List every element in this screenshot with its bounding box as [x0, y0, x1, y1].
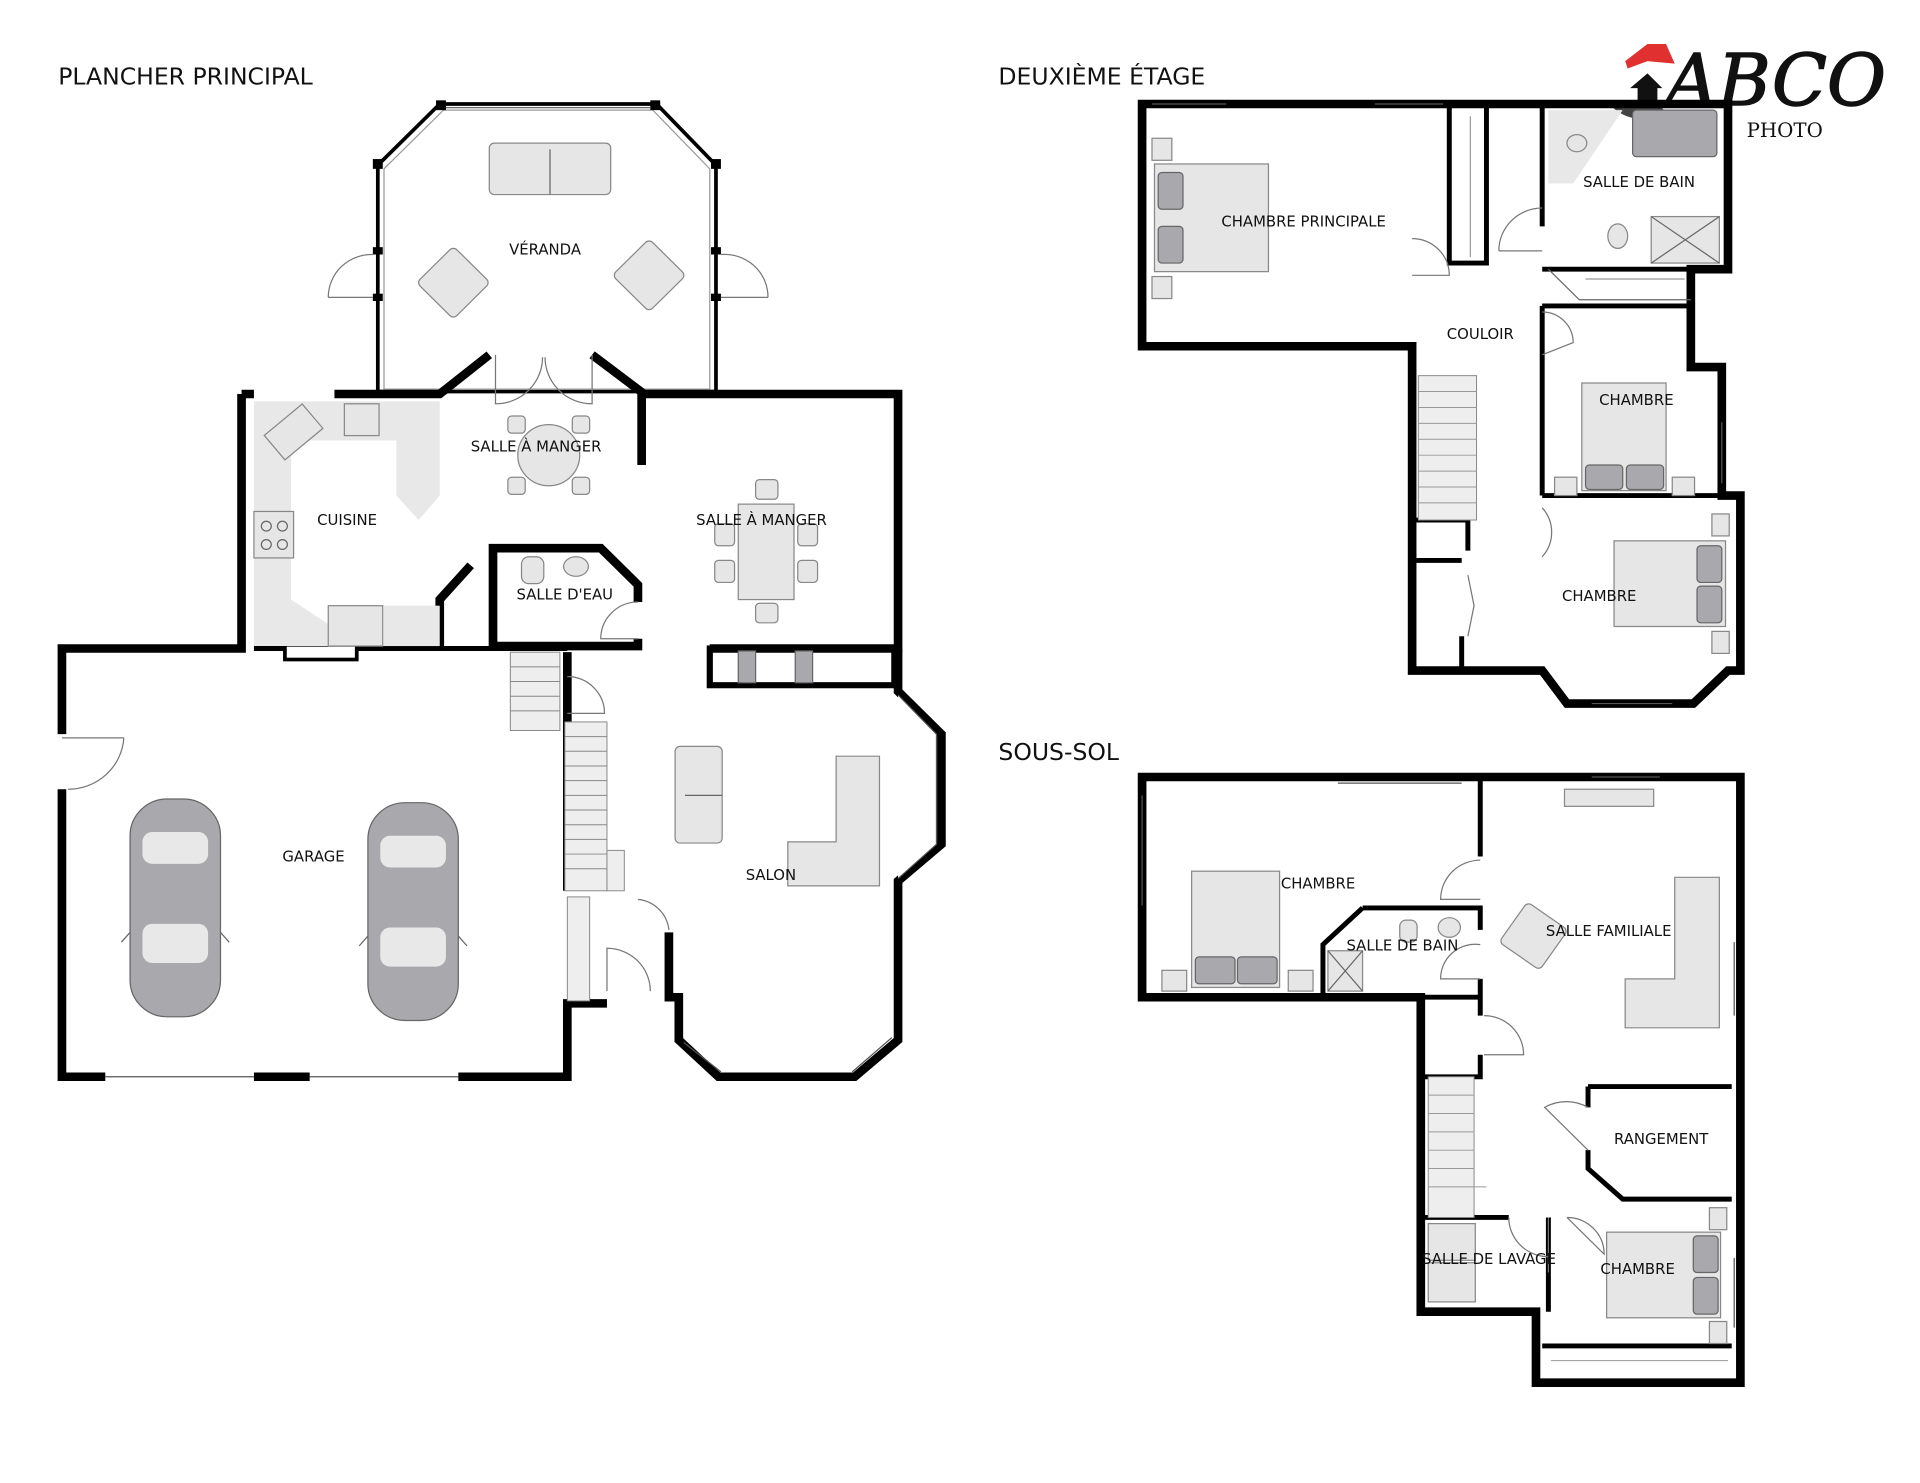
closet-rod	[1469, 116, 1685, 280]
garage-window	[283, 643, 359, 662]
garage-side-door[interactable]	[61, 737, 125, 790]
upstairs-doors	[1412, 207, 1574, 637]
room-label-living: SALON	[746, 867, 796, 884]
room-label-hallway: COULOIR	[1447, 326, 1514, 343]
room-label-veranda: VÉRANDA	[509, 241, 581, 259]
bedroom-bed-2	[1613, 513, 1730, 655]
garage-car-left	[120, 798, 230, 1018]
room-label-storage: RANGEMENT	[1614, 1131, 1709, 1148]
toilet	[520, 556, 545, 585]
stair-treads	[1418, 391, 1477, 504]
logo-house-icon	[1630, 73, 1663, 101]
basement-title: SOUS-SOL	[998, 738, 1119, 766]
main-floor-walls	[57, 107, 946, 1082]
room-label-dining: SALLE À MANGER	[696, 511, 827, 529]
room-label-upstairs-bath: SALLE DE BAIN	[1583, 174, 1695, 191]
basement-bath-fixtures	[1327, 917, 1462, 992]
kitchen-counters	[253, 401, 440, 647]
logo-subtitle: PHOTO	[1747, 119, 1823, 142]
second-floor-plan: CHAMBRE PRINCIPALE SALLE DE BAIN COULOIR…	[1137, 99, 1745, 708]
upstairs-bath-fixtures	[1548, 109, 1720, 264]
veranda-french-door[interactable]	[494, 354, 593, 405]
room-label-family-room: SALLE FAMILIALE	[1546, 923, 1672, 940]
logo-cap-icon	[1625, 44, 1675, 69]
second-floor-title: DEUXIÈME ÉTAGE	[998, 63, 1205, 91]
fireplace-basement	[1563, 788, 1655, 807]
veranda-armchair-right	[613, 240, 685, 311]
room-label-kitchen: CUISINE	[317, 512, 377, 529]
veranda-armchair-left	[418, 247, 489, 318]
family-room-sectional	[1624, 876, 1720, 1029]
basement-staircase	[1427, 1076, 1475, 1218]
living-room-sectional	[787, 755, 881, 887]
washbasin	[562, 556, 590, 577]
room-label-dining-small: SALLE À MANGER	[471, 438, 602, 456]
room-label-garage: GARAGE	[282, 848, 344, 865]
entry-door[interactable]	[606, 947, 651, 992]
fridge	[343, 403, 380, 437]
master-bed	[1151, 137, 1270, 300]
room-label-laundry: SALLE DE LAVAGE	[1422, 1251, 1556, 1268]
cooktop	[253, 510, 295, 559]
room-label-master-bedroom: CHAMBRE PRINCIPALE	[1221, 213, 1386, 230]
main-stairs	[509, 651, 625, 1002]
washer-dryer	[1427, 1222, 1476, 1303]
kitchen-sink	[263, 403, 324, 461]
living-room-sofa	[674, 745, 723, 844]
basement-bed-1	[1161, 870, 1314, 992]
bedroom-bed-1	[1553, 382, 1696, 497]
room-label-powder-room: SALLE D'EAU	[517, 587, 613, 604]
fireplace	[706, 645, 898, 689]
dishwasher	[327, 605, 384, 647]
veranda-sofa	[488, 142, 612, 196]
basement-bed-2	[1605, 1207, 1728, 1345]
room-label-basement-bath: SALLE DE BAIN	[1346, 938, 1458, 955]
closet-door[interactable]	[637, 898, 670, 930]
logo-wordmark: ABCO	[1660, 40, 1886, 122]
basement-doors	[1439, 859, 1605, 1273]
room-label-bedroom-1: CHAMBRE	[1599, 392, 1673, 409]
basement-stair-treads	[1428, 1094, 1487, 1188]
room-label-bedroom-2: CHAMBRE	[1562, 588, 1636, 605]
room-label-basement-bedroom-1: CHAMBRE	[1281, 875, 1355, 892]
abco-photo-logo: ABCO PHOTO	[1612, 39, 1887, 142]
round-dining-table	[507, 415, 591, 495]
upstairs-staircase	[1417, 375, 1478, 521]
garage-car-right	[358, 802, 468, 1022]
main-floor-title: PLANCHER PRINCIPAL	[58, 63, 313, 91]
dining-table	[714, 479, 819, 624]
family-room-armchair	[1500, 903, 1567, 969]
room-label-basement-bedroom-2: CHAMBRE	[1600, 1261, 1674, 1278]
basement-plan: CHAMBRE SALLE DE BAIN SALLE FAMILIALE RA…	[1137, 772, 1745, 1387]
main-floor-plan: VÉRANDA SALLE À MANGER CUISINE SALLE À M…	[57, 100, 946, 1082]
garage-entry-door[interactable]	[567, 676, 606, 714]
powder-room-door[interactable]	[600, 601, 638, 640]
